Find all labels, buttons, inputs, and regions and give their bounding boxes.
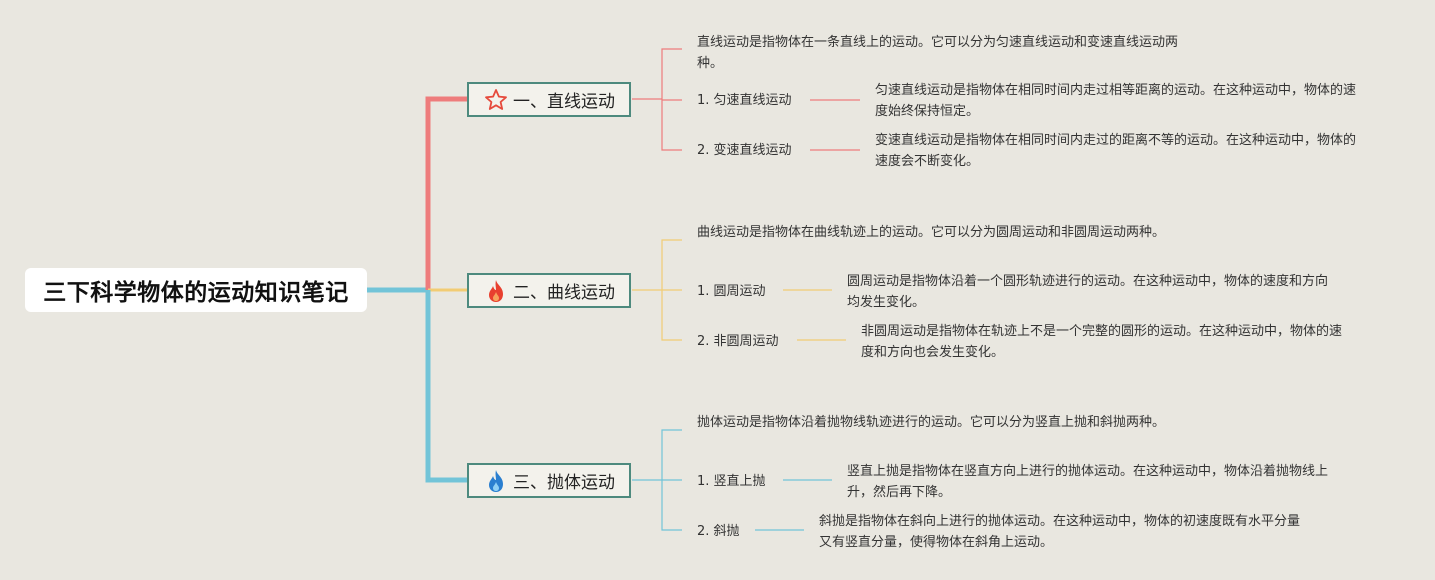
subtopic-desc: 斜抛是指物体在斜向上进行的抛体运动。在这种运动中，物体的初速度既有水平分量又有竖… [819,514,1301,550]
branch-projectile-motion[interactable]: 三、抛体运动 [467,463,631,498]
subtopic-label[interactable]: 2. 变速直线运动 [697,143,792,158]
subtopic-desc: 匀速直线运动是指物体在相同时间内走过相等距离的运动。在这种运动中，物体的速度始终… [875,83,1357,119]
branch-intro: 抛体运动是指物体沿着抛物线轨迹进行的运动。它可以分为竖直上抛和斜抛两种。 [697,415,1166,430]
subtopic-desc: 变速直线运动是指物体在相同时间内走过的距离不等的运动。在这种运动中，物体的速度会… [875,133,1357,169]
branch-curvilinear-motion[interactable]: 二、曲线运动 [467,273,631,308]
branch-intro: 曲线运动是指物体在曲线轨迹上的运动。它可以分为圆周运动和非圆周运动两种。 [697,225,1166,240]
subtopic-label[interactable]: 1. 竖直上抛 [697,474,766,489]
branch-title: 三、抛体运动 [513,473,615,493]
subtopic-label[interactable]: 1. 圆周运动 [697,284,766,299]
subtopic-label[interactable]: 2. 非圆周运动 [697,334,779,349]
blue-fire-icon [483,468,509,494]
subtopic-label[interactable]: 2. 斜抛 [697,524,740,539]
subtopic-desc: 竖直上抛是指物体在竖直方向上进行的抛体运动。在这种运动中，物体沿着抛物线上升，然… [847,464,1329,500]
subtopic-label[interactable]: 1. 匀速直线运动 [697,93,792,108]
star-icon [483,87,509,113]
branch-linear-motion[interactable]: 一、直线运动 [467,82,631,117]
fire-icon [483,278,509,304]
branch-title: 二、曲线运动 [513,283,615,303]
subtopic-desc: 圆周运动是指物体沿着一个圆形轨迹进行的运动。在这种运动中，物体的速度和方向均发生… [847,274,1329,310]
root-topic[interactable]: 三下科学物体的运动知识笔记 [25,268,367,312]
branch-title: 一、直线运动 [513,92,615,112]
branch-intro: 直线运动是指物体在一条直线上的运动。它可以分为匀速直线运动和变速直线运动两种。 [697,35,1179,71]
subtopic-desc: 非圆周运动是指物体在轨迹上不是一个完整的圆形的运动。在这种运动中，物体的速度和方… [861,324,1343,360]
